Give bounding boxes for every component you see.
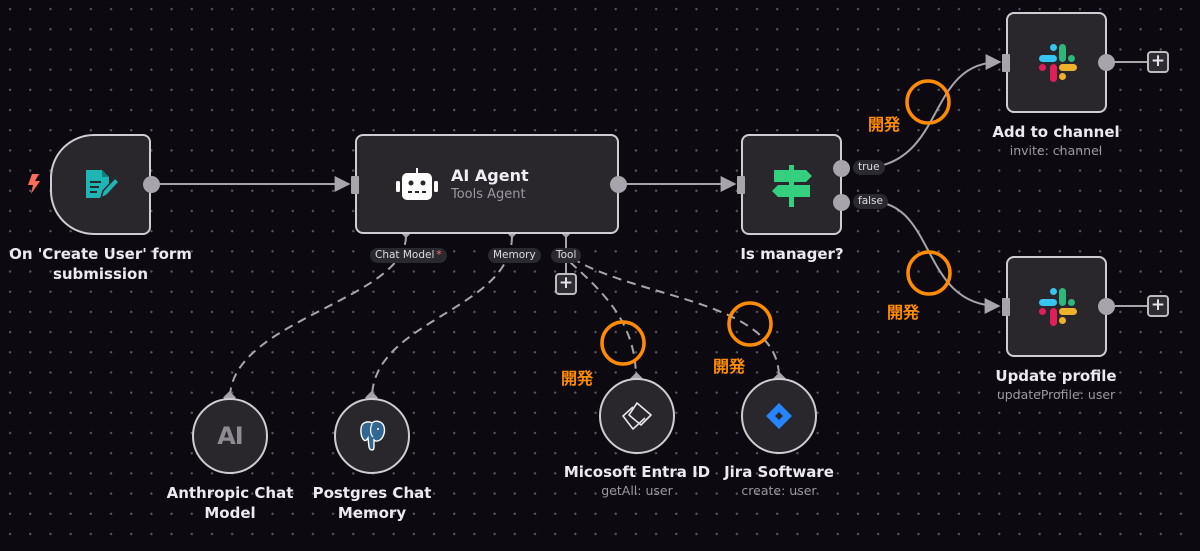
slack-icon — [1039, 288, 1077, 326]
connection-true-to-add-channel[interactable] — [879, 54, 1002, 167]
microsoft-entra-id-node[interactable] — [599, 378, 675, 454]
robot-icon — [396, 168, 438, 200]
signpost-icon — [772, 165, 812, 207]
add-to-channel-label: Add to channel — [992, 123, 1120, 141]
postgres-label: Postgres Chat Memory — [292, 483, 452, 523]
add-channel-output-handle[interactable] — [1098, 54, 1115, 71]
anthropic-label-line2: Model — [204, 504, 256, 522]
annotation-label-false: 開発 — [887, 303, 920, 322]
required-mark: * — [436, 249, 442, 261]
annotation-circle-entra — [600, 320, 646, 366]
connection-chat-model[interactable] — [229, 235, 407, 399]
annotation-label-jira: 開発 — [713, 357, 746, 376]
agent-output-handle[interactable] — [610, 176, 627, 193]
jira-label: Jira Software — [724, 463, 834, 481]
update-profile-label: Update profile — [995, 367, 1117, 385]
anthropic-label: Anthropic Chat Model — [150, 483, 310, 523]
jira-sublabel: create: user — [741, 483, 817, 498]
connection-memory[interactable] — [371, 235, 513, 399]
update-profile-node[interactable] — [1002, 256, 1115, 357]
chat-model-label-text: Chat Model — [375, 249, 435, 261]
update-profile-sublabel: updateProfile: user — [996, 387, 1116, 402]
add-after-update-profile-button[interactable]: + — [1147, 295, 1169, 317]
update-profile-input-handle[interactable] — [1002, 298, 1010, 316]
trigger-node-label: On 'Create User' form submission — [0, 244, 201, 284]
trigger-label-line1: On 'Create User' form — [9, 245, 192, 263]
is-manager-node[interactable] — [737, 134, 850, 235]
entra-sublabel: getAll: user — [601, 483, 673, 498]
true-output-handle[interactable] — [833, 160, 850, 177]
anthropic-label-line1: Anthropic Chat — [166, 484, 294, 502]
annotation-circle-true — [905, 79, 951, 125]
jira-icon — [766, 403, 792, 429]
add-channel-input-handle[interactable] — [1002, 54, 1010, 72]
add-tool-button[interactable]: + — [555, 273, 577, 295]
postgres-label-line2: Memory — [337, 504, 407, 522]
annotation-label-true: 開発 — [868, 115, 901, 134]
ai-agent-node[interactable]: AI Agent Tools Agent — [351, 134, 627, 234]
lightning-bolt-icon — [28, 174, 40, 194]
add-after-add-channel-button[interactable]: + — [1147, 51, 1169, 73]
agent-subtitle: Tools Agent — [451, 187, 526, 202]
annotation-label-entra: 開発 — [561, 369, 594, 388]
false-branch-label: false — [853, 194, 888, 209]
chat-model-input-label: Chat Model* — [370, 248, 447, 263]
form-edit-icon — [86, 170, 121, 200]
connection-tool-jira[interactable] — [571, 257, 781, 379]
jira-software-node[interactable] — [741, 378, 817, 454]
anthropic-chat-model-node[interactable]: AI — [192, 398, 268, 474]
connection-false-to-update-profile[interactable] — [882, 202, 1001, 314]
if-input-handle[interactable] — [737, 176, 745, 194]
trigger-output-handle[interactable] — [143, 176, 160, 193]
memory-input-label: Memory — [488, 248, 541, 263]
trigger-node[interactable] — [50, 134, 160, 235]
postgres-label-line1: Postgres Chat — [312, 484, 432, 502]
is-manager-label: Is manager? — [740, 245, 844, 263]
tool-input-label: Tool — [551, 248, 582, 263]
annotation-circle-false — [906, 250, 952, 296]
update-profile-output-handle[interactable] — [1098, 298, 1115, 315]
trigger-label-line2: submission — [52, 265, 149, 283]
agent-title: AI Agent — [451, 166, 529, 185]
postgres-elephant-icon — [360, 420, 386, 451]
connection-tool-entra[interactable] — [569, 261, 637, 379]
false-output-handle[interactable] — [833, 194, 850, 211]
anthropic-icon: AI — [217, 422, 244, 450]
add-to-channel-node[interactable] — [1002, 12, 1115, 113]
entra-id-icon — [622, 402, 652, 430]
postgres-chat-memory-node[interactable] — [334, 398, 410, 474]
slack-icon — [1039, 44, 1077, 82]
true-branch-label: true — [853, 160, 885, 175]
annotation-circle-jira — [727, 301, 773, 347]
entra-label: Micosoft Entra ID — [563, 463, 711, 481]
agent-input-handle[interactable] — [351, 176, 359, 194]
add-to-channel-sublabel: invite: channel — [1009, 143, 1103, 158]
